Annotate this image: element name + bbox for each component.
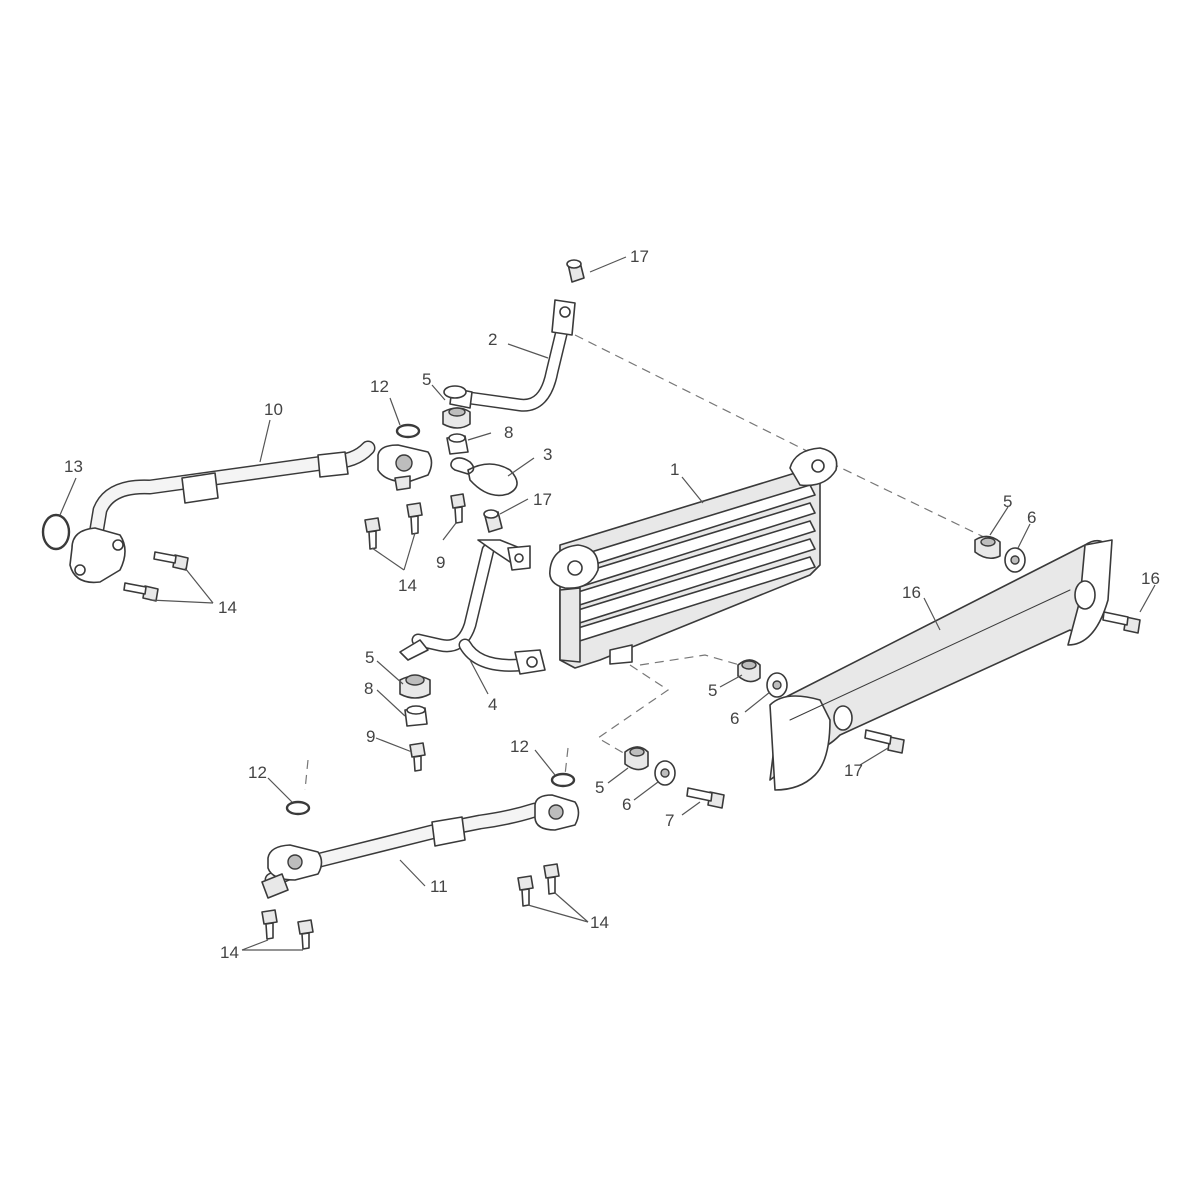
callout-15: 16 — [902, 583, 921, 602]
callout-14: 14 — [398, 576, 417, 595]
callout-8: 8 — [504, 423, 513, 442]
callout-6: 6 — [730, 709, 739, 728]
lower-hose-11 — [261, 794, 580, 899]
callout-17: 17 — [533, 490, 552, 509]
leader-lines — [59, 256, 1156, 951]
callout-6: 6 — [622, 795, 631, 814]
callout-6: 6 — [1027, 508, 1036, 527]
bolt-9-upper — [450, 493, 466, 524]
callout-10: 10 — [264, 400, 283, 419]
callout-4: 4 — [488, 695, 497, 714]
bolts-14-upper — [123, 502, 423, 602]
o-rings — [41, 423, 576, 816]
upper-pipe-2 — [449, 299, 576, 412]
upper-hardware — [442, 385, 518, 497]
cap-17-top — [566, 259, 585, 283]
bolts-16 — [864, 611, 1141, 754]
callout-11: 11 — [430, 877, 448, 896]
callout-labels: 17 2 3 1 17 5 8 9 12 10 13 14 14 5 8 9 4… — [64, 247, 1160, 962]
callout-12: 12 — [248, 763, 267, 782]
lower-pipe-4 — [399, 539, 546, 675]
right-hardware — [624, 535, 1026, 809]
cap-17-middle — [483, 509, 503, 533]
callout-16: 16 — [1141, 569, 1160, 588]
callout-1: 1 — [670, 460, 679, 479]
callout-2: 2 — [488, 330, 497, 349]
callout-9: 9 — [366, 727, 375, 746]
callout-5: 5 — [1003, 492, 1012, 511]
callout-17: 17 — [630, 247, 649, 266]
callout-3: 3 — [543, 445, 552, 464]
callout-5: 5 — [708, 681, 717, 700]
callout-14: 14 — [590, 913, 609, 932]
upper-hose-10 — [69, 440, 433, 584]
callout-14: 14 — [218, 598, 237, 617]
lower-left-hardware — [399, 674, 431, 772]
callout-5: 5 — [422, 370, 431, 389]
callout-7: 7 — [665, 811, 674, 830]
callout-8: 8 — [364, 679, 373, 698]
callout-5: 5 — [365, 648, 374, 667]
oil-cooler-1 — [548, 447, 838, 669]
callout-16: 17 — [844, 761, 863, 780]
callout-9: 9 — [436, 553, 445, 572]
guard-15 — [769, 539, 1113, 791]
cooler-fins — [564, 484, 816, 645]
callout-13: 13 — [64, 457, 83, 476]
bolts-14-lower — [261, 863, 560, 950]
callout-12: 12 — [370, 377, 389, 396]
callout-5: 5 — [595, 778, 604, 797]
callout-12: 12 — [510, 737, 529, 756]
callout-14: 14 — [220, 943, 239, 962]
